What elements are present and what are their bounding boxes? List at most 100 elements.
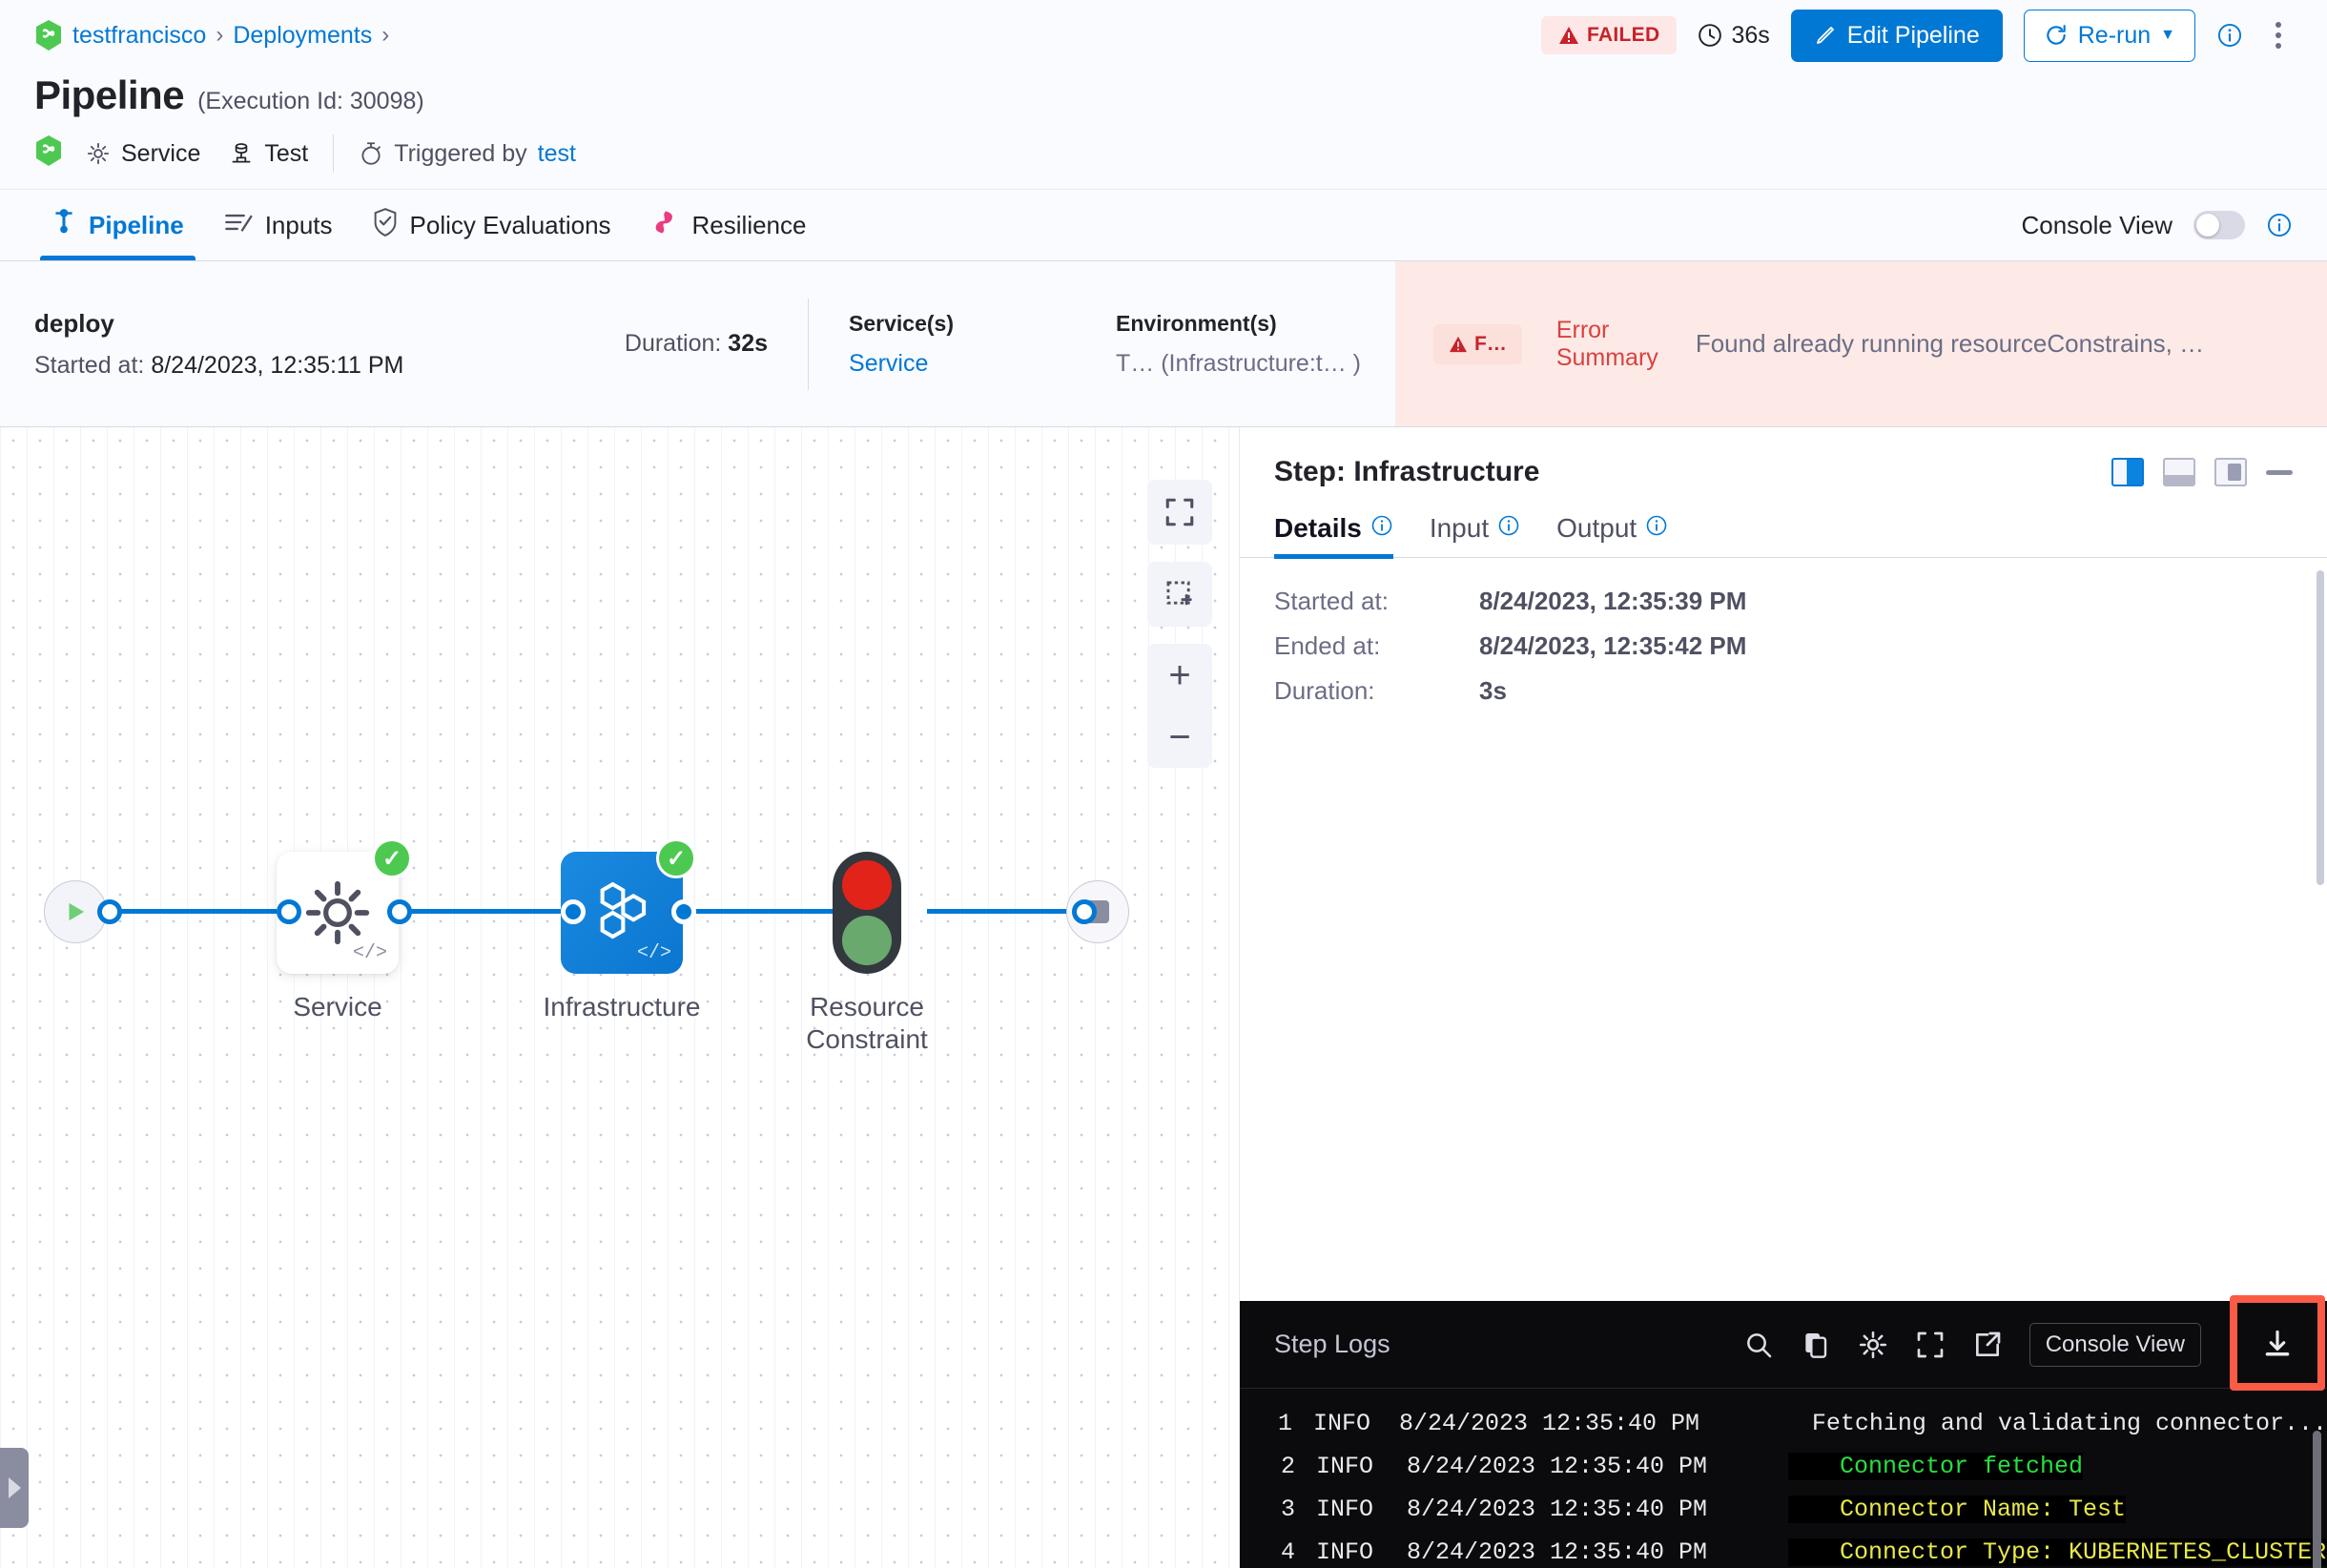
fullscreen-icon[interactable] bbox=[1915, 1330, 1946, 1360]
log-message: Connector Type: KUBERNETES_CLUSTER bbox=[1788, 1538, 2327, 1566]
detail-key-started: Started at: bbox=[1274, 587, 1389, 615]
detail-key-ended: Ended at: bbox=[1274, 631, 1381, 660]
panel-float-icon[interactable] bbox=[2214, 458, 2247, 486]
port-service-in bbox=[277, 899, 301, 924]
more-options-icon[interactable] bbox=[2264, 16, 2293, 54]
pipeline-icon bbox=[51, 208, 76, 243]
resilience-icon bbox=[651, 209, 680, 242]
download-logs-button[interactable] bbox=[2228, 1294, 2327, 1391]
header-top-row: testfrancisco › Deployments › FAILED 36s… bbox=[34, 0, 2293, 71]
traffic-light-red bbox=[842, 860, 892, 910]
stage-started: Started at: 8/24/2023, 12:35:11 PM bbox=[34, 352, 403, 380]
pencil-icon bbox=[1816, 27, 1834, 44]
flow-end-node[interactable] bbox=[1066, 880, 1129, 943]
tab-inputs-label: Inputs bbox=[264, 210, 333, 239]
error-summary-label: Error Summary bbox=[1555, 316, 1658, 371]
environment-meta: Test bbox=[229, 140, 308, 168]
tab-input-label: Input bbox=[1429, 513, 1490, 543]
tab-pipeline[interactable]: Pipeline bbox=[34, 190, 201, 260]
breadcrumb: testfrancisco › Deployments › bbox=[34, 19, 389, 52]
panel-bottom-icon[interactable] bbox=[2163, 458, 2195, 486]
stage-summary-left: deploy Started at: 8/24/2023, 12:35:11 P… bbox=[0, 261, 1395, 426]
breadcrumb-item-account[interactable]: testfrancisco bbox=[72, 21, 207, 49]
triggered-by-user[interactable]: test bbox=[537, 139, 576, 167]
stage-identity: deploy Started at: 8/24/2023, 12:35:11 P… bbox=[34, 309, 403, 380]
stage-name: deploy bbox=[34, 308, 114, 338]
info-icon[interactable] bbox=[1497, 513, 1520, 544]
panel-right-icon[interactable] bbox=[2111, 458, 2144, 486]
log-message: Fetching and validating connector... bbox=[1811, 1410, 2327, 1437]
minimize-icon[interactable] bbox=[2266, 469, 2293, 475]
stage-duration-label: Duration: bbox=[624, 330, 722, 357]
warning-triangle-icon bbox=[1558, 27, 1578, 44]
info-icon[interactable] bbox=[1645, 513, 1668, 544]
environments-value[interactable]: T… (Infrastructure:t… ) bbox=[1116, 349, 1361, 377]
tab-details[interactable]: Details bbox=[1274, 513, 1393, 559]
zoom-out-icon[interactable]: − bbox=[1168, 715, 1191, 758]
log-level: INFO bbox=[1316, 1453, 1374, 1480]
stage-duration-value: 32s bbox=[728, 330, 769, 357]
wire-infrastructure-barrier bbox=[692, 909, 834, 914]
logs-scrollbar[interactable] bbox=[2313, 1431, 2321, 1568]
info-icon[interactable] bbox=[2216, 22, 2243, 49]
pipeline-canvas[interactable]: + − ✓ bbox=[0, 427, 1240, 1568]
hexagons-icon bbox=[600, 881, 647, 939]
stage-summary-bar: deploy Started at: 8/24/2023, 12:35:11 P… bbox=[0, 261, 2327, 427]
service-meta-label: Service bbox=[121, 139, 201, 167]
copy-icon[interactable] bbox=[1801, 1330, 1831, 1360]
header-meta-row: Service Test Triggered by test bbox=[34, 118, 2293, 189]
tab-resilience[interactable]: Resilience bbox=[634, 190, 824, 260]
tab-policy-evaluations[interactable]: Policy Evaluations bbox=[356, 190, 628, 260]
duration-value: 36s bbox=[1731, 21, 1770, 49]
stage-duration: Duration: 32s bbox=[625, 330, 768, 358]
re-run-button[interactable]: Re-run ▼ bbox=[2023, 9, 2195, 62]
fit-to-screen-icon[interactable] bbox=[1147, 480, 1212, 545]
traffic-light-green bbox=[842, 916, 892, 965]
step-logs-tools: Console View bbox=[1743, 1294, 2327, 1391]
breadcrumb-separator: › bbox=[216, 22, 224, 48]
panel-scrollbar[interactable] bbox=[2317, 570, 2324, 885]
services-value[interactable]: Service bbox=[849, 349, 929, 377]
tab-output[interactable]: Output bbox=[1556, 513, 1668, 557]
stopwatch-icon bbox=[361, 142, 381, 165]
flow-node-resource-constraint[interactable]: Resource Constraint bbox=[806, 852, 928, 1054]
zoom-in-icon[interactable]: + bbox=[1168, 653, 1191, 696]
environments-header: Environment(s) bbox=[1116, 310, 1277, 336]
tab-pipeline-label: Pipeline bbox=[89, 210, 184, 239]
gear-icon[interactable] bbox=[1858, 1330, 1888, 1360]
page-title-row: Pipeline (Execution Id: 30098) bbox=[34, 72, 2293, 118]
breadcrumb-item-deployments[interactable]: Deployments bbox=[233, 21, 373, 49]
flow-start-node[interactable] bbox=[44, 880, 107, 943]
harness-logo-icon-small bbox=[34, 134, 63, 174]
console-view-toggle[interactable] bbox=[2193, 211, 2245, 239]
chevron-right-icon bbox=[8, 1477, 21, 1498]
chevron-down-icon: ▼ bbox=[2160, 27, 2175, 43]
error-summary-text: Found already running resourceConstrains… bbox=[1695, 329, 2205, 358]
logs-console-view-button[interactable]: Console View bbox=[2028, 1322, 2201, 1367]
left-drawer-handle[interactable] bbox=[0, 1448, 29, 1528]
warning-triangle-icon bbox=[1450, 336, 1467, 352]
download-icon bbox=[2265, 1330, 2290, 1356]
status-success-icon: ✓ bbox=[372, 838, 412, 878]
port-infrastructure-in bbox=[561, 899, 586, 924]
search-icon[interactable] bbox=[1743, 1330, 1774, 1360]
triggered-by-label: Triggered by bbox=[394, 139, 527, 167]
edit-pipeline-button[interactable]: Edit Pipeline bbox=[1790, 9, 2003, 62]
log-message: Connector fetched bbox=[1788, 1453, 2084, 1480]
zoom-to-selection-icon[interactable] bbox=[1147, 562, 1212, 627]
open-external-icon[interactable] bbox=[1972, 1330, 2003, 1360]
meta-divider bbox=[333, 134, 335, 173]
log-level: INFO bbox=[1316, 1496, 1374, 1523]
tab-input[interactable]: Input bbox=[1430, 513, 1520, 557]
clock-icon bbox=[1699, 24, 1722, 47]
tab-details-label: Details bbox=[1274, 513, 1362, 543]
console-view-label: Console View bbox=[2021, 210, 2173, 239]
harness-logo-icon bbox=[34, 19, 63, 52]
port-infrastructure-out bbox=[671, 899, 696, 924]
tab-inputs[interactable]: Inputs bbox=[207, 190, 350, 260]
info-icon[interactable] bbox=[1370, 513, 1393, 544]
info-icon-console-view[interactable] bbox=[2266, 212, 2293, 238]
